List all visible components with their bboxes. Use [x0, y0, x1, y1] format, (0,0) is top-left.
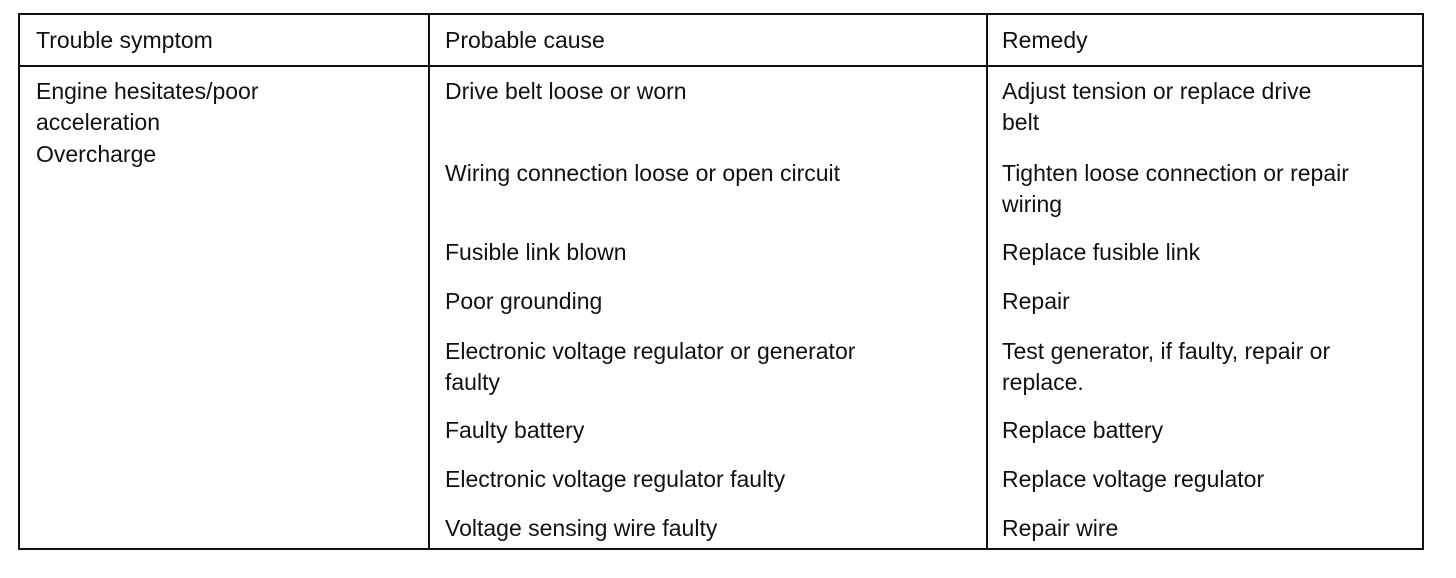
cause-cell: Fusible link blown — [445, 239, 627, 265]
cause-cell: Poor grounding — [445, 288, 603, 314]
cause-cell: faulty — [445, 369, 500, 395]
column-divider — [428, 15, 430, 548]
cause-cell: Voltage sensing wire faulty — [445, 515, 718, 541]
cause-cell: Faulty battery — [445, 417, 585, 443]
header-probable-cause: Probable cause — [445, 27, 605, 53]
troubleshooting-table: Trouble symptom Probable cause Remedy En… — [18, 13, 1424, 550]
cause-cell: Drive belt loose or worn — [445, 78, 687, 104]
cause-cell: Electronic voltage regulator faulty — [445, 466, 786, 492]
header-divider — [20, 65, 1422, 67]
remedy-cell: belt — [1002, 109, 1040, 135]
cause-cell: Wiring connection loose or open circuit — [445, 160, 841, 186]
remedy-cell: Tighten loose connection or repair — [1002, 160, 1349, 186]
symptom-line: Engine hesitates/poor — [36, 78, 259, 104]
remedy-cell: Repair wire — [1002, 515, 1119, 541]
remedy-cell: replace. — [1002, 369, 1084, 395]
remedy-cell: Repair — [1002, 288, 1070, 314]
cause-cell: Electronic voltage regulator or generato… — [445, 338, 856, 364]
column-divider — [986, 15, 988, 548]
remedy-cell: Test generator, if faulty, repair or — [1002, 338, 1331, 364]
remedy-cell: Replace voltage regulator — [1002, 466, 1265, 492]
remedy-cell: Replace fusible link — [1002, 239, 1201, 265]
header-trouble-symptom: Trouble symptom — [36, 27, 213, 53]
remedy-cell: wiring — [1002, 191, 1063, 217]
symptom-line: Overcharge — [36, 141, 157, 167]
symptom-line: acceleration — [36, 109, 161, 135]
remedy-cell: Adjust tension or replace drive — [1002, 78, 1312, 104]
remedy-cell: Replace battery — [1002, 417, 1164, 443]
header-remedy: Remedy — [1002, 27, 1088, 53]
